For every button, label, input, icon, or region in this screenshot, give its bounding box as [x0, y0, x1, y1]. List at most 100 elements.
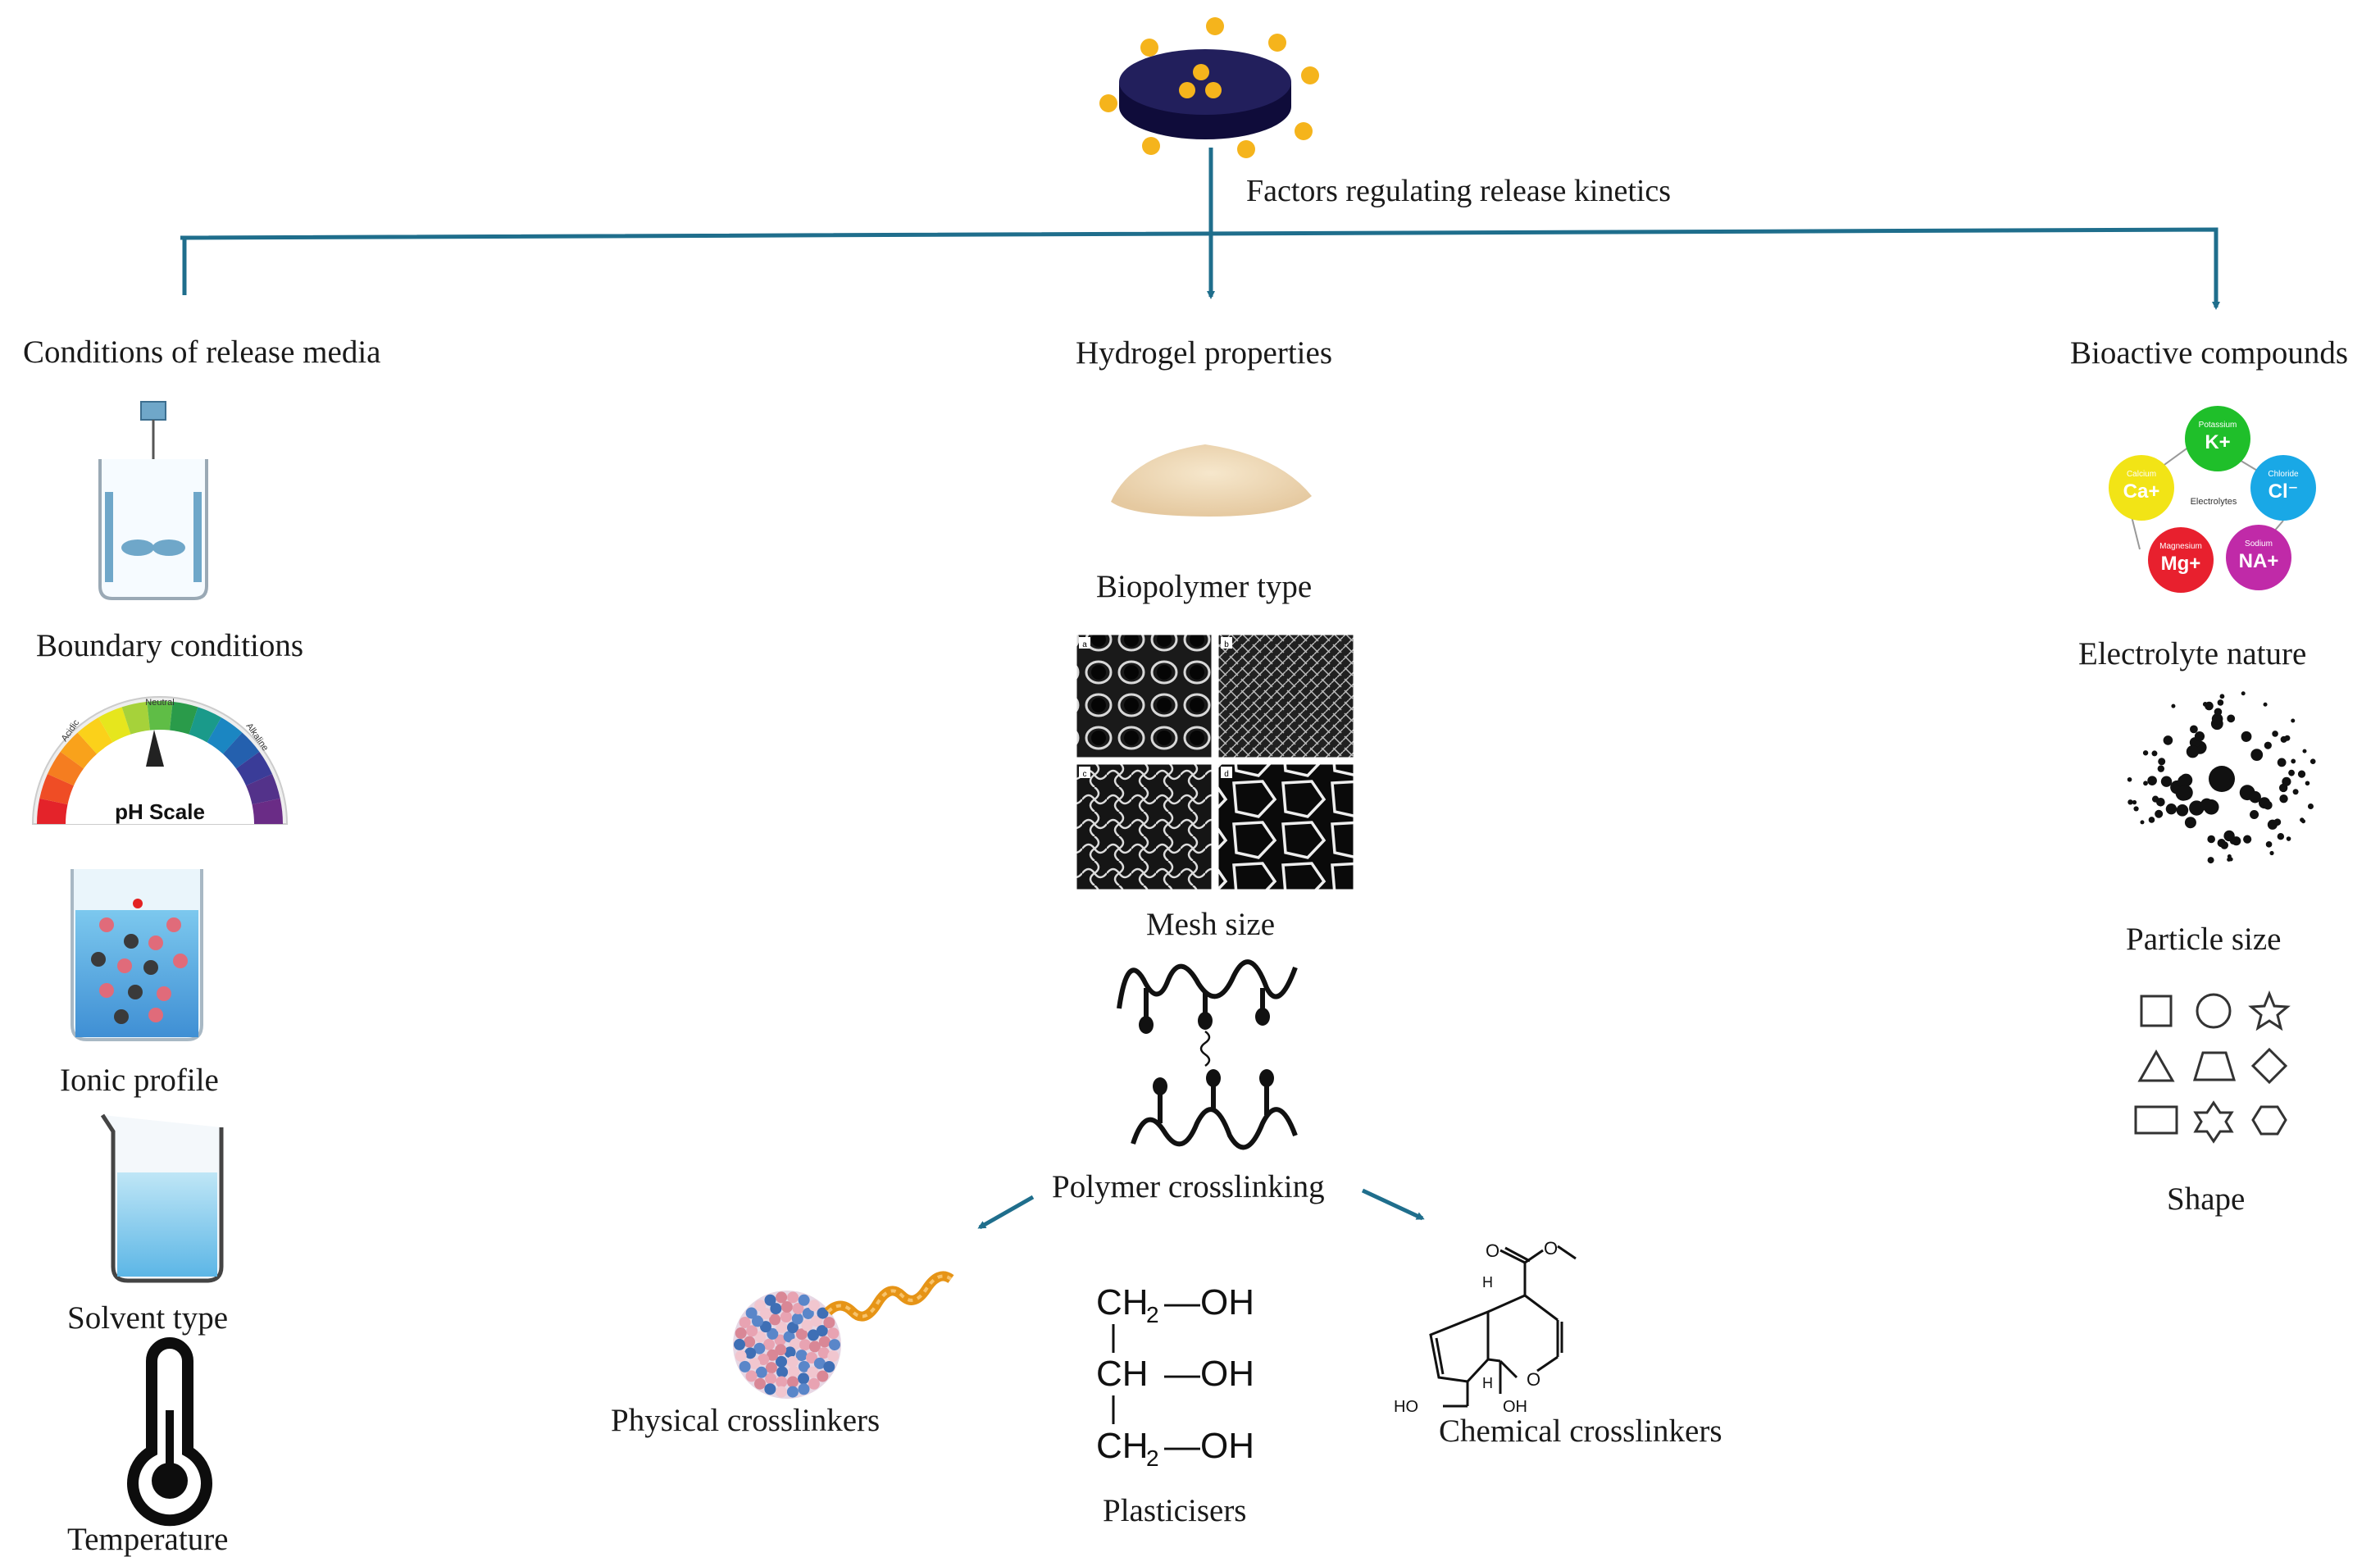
particle-dot [2207, 835, 2215, 844]
particle-dot [2133, 806, 2139, 812]
micelle-bead [735, 1327, 747, 1340]
crosslink-sub-arrows [977, 1188, 1425, 1230]
particle-dot [2228, 857, 2233, 862]
ph-segment [234, 751, 273, 787]
micelle-bead [780, 1311, 792, 1323]
micelle-bead [828, 1339, 840, 1351]
mesh-panel-d: d [1224, 770, 1229, 779]
micelle-bead [810, 1315, 822, 1327]
ph-segment [249, 798, 283, 824]
stirred-vessel-icon [98, 401, 208, 600]
glycerol-row3-group: CH [1096, 1426, 1149, 1466]
bioactive-item-electrolyte: Electrolyte nature [2078, 636, 2306, 671]
ph-segment [206, 717, 243, 756]
particle-dot [2302, 749, 2307, 753]
micelle-bead [808, 1300, 821, 1312]
micelle-bead [760, 1308, 772, 1320]
mesh-panel-c: c [1083, 770, 1087, 779]
micelle-bead [776, 1291, 788, 1304]
micelle-bead [798, 1383, 810, 1395]
particle-dot [2184, 817, 2196, 829]
micelle-bead [754, 1300, 767, 1312]
particle-dot [2158, 758, 2166, 766]
atom-ho: HO [1394, 1398, 1418, 1416]
micelle-bead [759, 1321, 771, 1333]
particle-dot [2292, 789, 2299, 795]
micelle-bead [801, 1319, 813, 1332]
mesh-size-micrographs: a b c d [1074, 632, 1356, 892]
micelle-bead [739, 1316, 751, 1328]
micelle-bead [817, 1370, 829, 1382]
micelle-bead [823, 1361, 835, 1373]
ion-name: Magnesium [2159, 542, 2202, 551]
particle-dot [2282, 776, 2291, 786]
branch-connectors [180, 148, 2220, 310]
particle-dot [2269, 850, 2274, 856]
atom-h-top: H [1482, 1274, 1493, 1291]
chemical-crosslinker-atoms: O O O H H HO OH [1394, 1238, 1558, 1416]
particle-dot [2209, 766, 2235, 792]
ph-segment [169, 701, 198, 737]
ion-symbol: Mg+ [2161, 553, 2201, 575]
particle-dot [2243, 835, 2252, 844]
particle-dot [2301, 819, 2306, 824]
micelle-bead [795, 1350, 808, 1362]
ion-symbol: Cl⁻ [2269, 480, 2299, 503]
particle-dot [2186, 744, 2200, 758]
glycerol-row1-sub: 2 [1146, 1302, 1159, 1327]
micelle-bead [753, 1377, 766, 1390]
micelle-bead [744, 1347, 757, 1359]
physical-crosslinkers-label: Physical crosslinkers [611, 1403, 880, 1438]
micelle-bead [767, 1349, 779, 1361]
particle-dot [2284, 735, 2291, 741]
micelle-bead [769, 1313, 781, 1326]
particle-dot [2207, 857, 2214, 864]
glycerol-structure: CH 2 —OH CH —OH CH 2 —OH [1096, 1282, 1254, 1471]
solvent-beaker-icon [100, 1113, 224, 1283]
circle-shape-icon [2196, 993, 2232, 1029]
micelle-bead [775, 1386, 787, 1398]
ion-symbol: K+ [2205, 431, 2230, 453]
atom-oh: OH [1503, 1398, 1527, 1416]
particle-dot [2241, 691, 2246, 696]
micelle-bead [827, 1327, 840, 1340]
particle-dot [2250, 749, 2264, 761]
ph-scale-gauge-icon: pH Scale Acidic Neutral Alkaline [31, 696, 289, 825]
micelle-bead [735, 1350, 747, 1362]
micelle-bead [755, 1366, 767, 1378]
micelle-bead [818, 1336, 830, 1348]
particle-dot [2264, 741, 2272, 749]
bioactive-heading: Bioactive compounds [2070, 335, 2348, 371]
ion-circle [2185, 406, 2250, 471]
micelle-bead [745, 1370, 758, 1382]
diamond-shape-icon [2250, 1047, 2288, 1085]
particle-dot [2250, 810, 2259, 820]
particle-dot [2189, 800, 2205, 816]
ph-segment [147, 701, 173, 733]
particle-dot [2194, 731, 2205, 742]
particle-dot [2286, 836, 2291, 841]
micelle-bead [788, 1365, 800, 1377]
media-item-ionic: Ionic profile [60, 1063, 219, 1098]
micelle-bead [792, 1303, 804, 1315]
particle-dot [2277, 833, 2285, 840]
electrolyte-ring-icon: Electrolytes PotassiumK+ChlorideCl⁻Sodiu… [2109, 406, 2316, 593]
micelle-bead [758, 1353, 770, 1365]
particle-dot [2263, 800, 2273, 810]
atom-h-bottom: H [1482, 1375, 1493, 1391]
crosslink-nodes [1139, 1008, 1274, 1095]
micelle-bead [795, 1328, 808, 1341]
particle-dot [2241, 731, 2252, 742]
chemical-crosslinkers-label: Chemical crosslinkers [1439, 1413, 1722, 1449]
micelle-bead [816, 1325, 828, 1337]
micelle-bead [786, 1355, 799, 1368]
particle-dot [2147, 776, 2157, 785]
ion-circle [2250, 455, 2316, 521]
particle-dot [2219, 694, 2225, 699]
ph-segment [47, 751, 86, 787]
particle-dot [2300, 772, 2305, 776]
mesh-panel-b: b [1224, 640, 1229, 649]
particle-dot [2205, 701, 2214, 711]
glycerol-row2-group: CH [1096, 1354, 1149, 1394]
